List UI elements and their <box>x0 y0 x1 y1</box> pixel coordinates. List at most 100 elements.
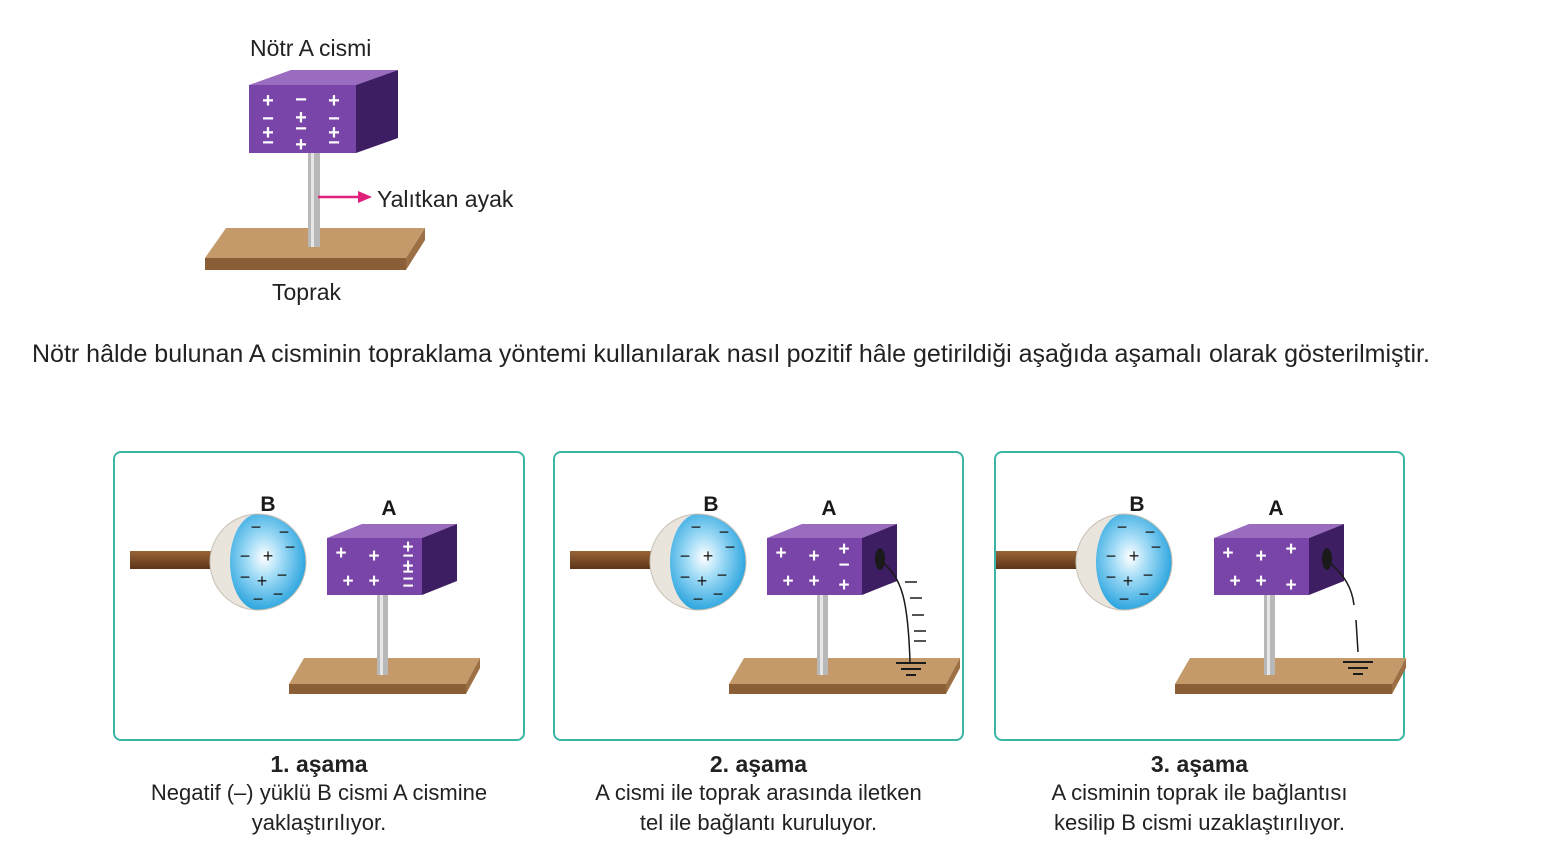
stage-3-caption: 3. aşama A cisminin toprak ile bağlantıs… <box>994 751 1405 838</box>
stage-title: 3. aşama <box>1150 751 1249 777</box>
charge-plus: + <box>262 90 274 112</box>
electron-flow-marks <box>905 581 926 642</box>
svg-text:+: + <box>263 546 274 566</box>
svg-text:−: − <box>680 567 691 587</box>
neutral-object-diagram: + − + − + − + − + − + − <box>205 70 425 270</box>
svg-text:−: − <box>253 589 264 609</box>
cube-top <box>767 524 897 538</box>
description-text: Nötr hâlde bulunan A cisminin topraklama… <box>32 340 1430 368</box>
svg-text:−: − <box>402 562 413 583</box>
stage-text-line1: A cismi ile toprak arasında iletken <box>595 780 922 805</box>
svg-text:−: − <box>725 537 736 557</box>
sphere-handle <box>570 551 660 569</box>
svg-text:+: + <box>1222 543 1233 564</box>
charge-plus: + <box>262 122 274 144</box>
cube-front <box>249 85 356 153</box>
label-b: B <box>703 493 718 516</box>
svg-text:+: + <box>1285 539 1296 560</box>
svg-text:+: + <box>402 556 413 577</box>
cube-top <box>327 524 457 538</box>
svg-text:−: − <box>719 522 730 542</box>
svg-text:−: − <box>1119 589 1130 609</box>
stage-text-line2: kesilip B cismi uzaklaştırılıyor. <box>1054 810 1345 835</box>
svg-text:+: + <box>1285 575 1296 596</box>
sphere-handle <box>996 551 1086 569</box>
svg-text:+: + <box>368 571 379 592</box>
svg-text:−: − <box>402 546 413 567</box>
svg-text:−: − <box>713 584 724 604</box>
svg-text:−: − <box>240 567 251 587</box>
svg-text:+: + <box>1123 571 1134 591</box>
base-plate <box>1175 658 1406 684</box>
cube-top <box>249 70 398 85</box>
svg-text:−: − <box>279 522 290 542</box>
svg-text:+: + <box>1129 546 1140 566</box>
charge-minus: − <box>328 108 340 130</box>
arrow-head-icon <box>358 191 372 203</box>
svg-text:−: − <box>402 569 413 590</box>
stage-2-caption: 2. aşama A cismi ile toprak arasında ile… <box>553 751 964 838</box>
svg-text:−: − <box>1117 517 1128 537</box>
charge-plus: + <box>295 134 307 156</box>
svg-text:−: − <box>402 576 413 597</box>
svg-text:−: − <box>838 555 849 576</box>
label-a: A <box>381 497 396 520</box>
svg-text:+: + <box>808 571 819 592</box>
ground-icon <box>896 662 926 676</box>
stage-1-caption: 1. aşama Negatif (–) yüklü B cismi A cis… <box>113 751 525 838</box>
charge-minus: − <box>262 132 274 154</box>
conductor-wire <box>881 561 911 663</box>
stage-title: 2. aşama <box>709 751 808 777</box>
disconnected-wire <box>1328 561 1355 606</box>
svg-text:+: + <box>838 575 849 596</box>
stage-text-line2: tel ile bağlantı kuruluyor. <box>639 810 878 835</box>
stage-1-diagram: − − − + − − + − − − B A + + + + + − <box>130 493 480 694</box>
ground-icon <box>1343 661 1373 675</box>
cube-a <box>327 538 422 595</box>
object-label: Nötr A cismi <box>250 35 372 61</box>
cube-side <box>422 524 457 595</box>
svg-text:+: + <box>257 571 268 591</box>
svg-text:−: − <box>240 546 251 566</box>
charge-plus: + <box>295 107 307 129</box>
insulator-label: Yalıtkan ayak <box>377 186 514 212</box>
svg-text:+: + <box>838 539 849 560</box>
stages-diagram: − − − + − − + − − − B A + + + + + − <box>130 493 1406 694</box>
svg-text:−: − <box>693 589 704 609</box>
charge-minus: − <box>295 89 307 111</box>
cube-charges: + + + − + + + <box>775 539 849 596</box>
label-a: A <box>1268 497 1283 520</box>
sphere-charges: − − − + − − + − − − <box>1106 517 1162 609</box>
svg-text:+: + <box>1229 571 1240 592</box>
cube-top <box>1214 524 1344 538</box>
sphere-charges: − − − + − − + − − − <box>680 517 736 609</box>
svg-text:+: + <box>335 543 346 564</box>
svg-text:+: + <box>368 546 379 567</box>
svg-text:+: + <box>808 546 819 567</box>
label-b: B <box>260 493 275 516</box>
wire-connector <box>875 548 885 570</box>
cube-a <box>767 538 862 595</box>
stage-text-line1: Negatif (–) yüklü B cismi A cismine <box>150 780 488 805</box>
stage-text-line2: yaklaştırılıyor. <box>251 810 387 835</box>
svg-text:+: + <box>782 571 793 592</box>
svg-text:−: − <box>285 537 296 557</box>
svg-text:−: − <box>1139 584 1150 604</box>
charge-plus: + <box>328 90 340 112</box>
stage-title: 1. aşama <box>270 751 368 777</box>
sphere-charges: − − − + − − + − − − <box>240 517 296 609</box>
svg-text:−: − <box>1145 522 1156 542</box>
label-b: B <box>1129 493 1144 516</box>
charge-minus: − <box>295 118 307 140</box>
svg-text:−: − <box>691 517 702 537</box>
label-a: A <box>821 497 836 520</box>
svg-text:−: − <box>251 517 262 537</box>
charge-minus: − <box>328 132 340 154</box>
ground-label: Toprak <box>272 279 342 305</box>
svg-text:−: − <box>1143 565 1154 585</box>
stage-2-diagram: − − − + − − + − − − B A + + + − + + + <box>570 493 960 694</box>
svg-text:−: − <box>1106 546 1117 566</box>
svg-text:+: + <box>402 537 413 558</box>
svg-text:−: − <box>1106 567 1117 587</box>
svg-text:−: − <box>717 565 728 585</box>
